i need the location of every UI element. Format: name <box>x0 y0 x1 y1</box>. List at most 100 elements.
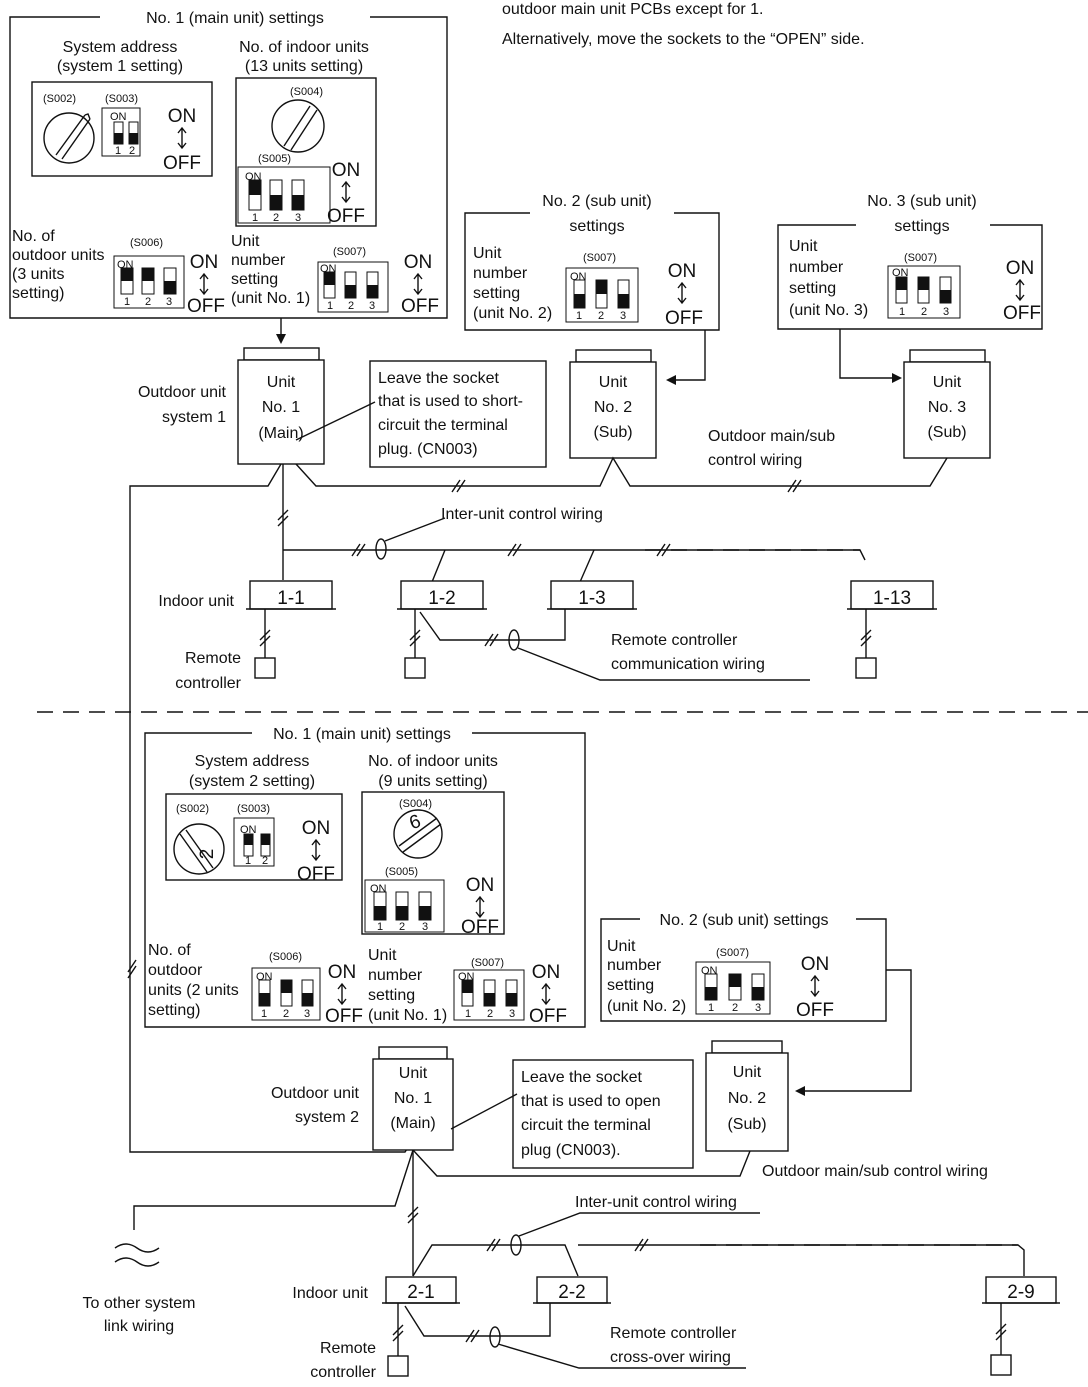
indoor-unit-2-1: 2-1 <box>382 1276 460 1304</box>
rotary-switch-s002 <box>43 112 95 164</box>
unit2-l1: Unit <box>599 374 628 391</box>
system1-sub2-un-3: setting <box>473 285 520 302</box>
unit1-l2: No. 1 <box>262 399 300 416</box>
s2-unit2-l1: Unit <box>733 1064 762 1081</box>
iu-1-3-label: 1-3 <box>578 588 605 609</box>
remote-controller-1-13 <box>855 657 877 679</box>
system1-sub2-un-4: (unit No. 2) <box>473 305 552 322</box>
remote-controller-2-9 <box>990 1354 1012 1376</box>
system1-unit-number-4: (unit No. 1) <box>231 290 310 307</box>
s2-indoor-label: Indoor unit <box>292 1285 368 1302</box>
indoor-unit-2-9: 2-9 <box>982 1276 1060 1304</box>
rotary-switch-s002-sys2: 2 <box>173 823 225 875</box>
unit3-l3: (Sub) <box>927 424 966 441</box>
s1-note-2: that is used to short- <box>378 393 523 410</box>
system1-outdoor-count-1: No. of <box>12 228 55 245</box>
iu-2-9-label: 2-9 <box>1007 1282 1034 1303</box>
dip-switch-s007-unit1: ON 1 2 3 <box>317 261 389 313</box>
system1-sub3-un-4: (unit No. 3) <box>789 302 868 319</box>
system1-sub2-title-2: settings <box>569 218 624 235</box>
s003-on: ON <box>110 111 127 123</box>
svg-text:ON: ON <box>801 954 830 975</box>
svg-text:3: 3 <box>166 296 172 308</box>
svg-text:ON: ON <box>302 818 331 839</box>
s003-pos-2: 2 <box>129 145 135 157</box>
s2-un-1: Unit <box>368 947 397 964</box>
svg-text:ON: ON <box>404 252 433 273</box>
dip-switch-s005-sys2: ON 1 2 3 <box>364 879 445 933</box>
svg-text:ON: ON <box>332 160 361 181</box>
system1-sub3-un-2: number <box>789 259 844 276</box>
s005-label: (S005) <box>258 153 291 165</box>
dip-switch-s007-sys2-unit2: ON 1 2 3 <box>695 961 771 1015</box>
s2-oc-1: No. of <box>148 942 191 959</box>
remote-controller-1-1 <box>254 657 276 679</box>
s2-s002-value: 2 <box>197 849 218 860</box>
svg-text:1: 1 <box>899 306 905 318</box>
s2-un-3: setting <box>368 987 415 1004</box>
svg-text:OFF: OFF <box>297 864 335 885</box>
note-line-2: Alternatively, move the sockets to the “… <box>502 31 865 48</box>
s2-sub-s007-label: (S007) <box>716 947 749 959</box>
system1-unit3: Unit No. 3 (Sub) <box>903 349 991 459</box>
remote-controller-1-2 <box>404 657 426 679</box>
svg-text:ON: ON <box>532 962 561 983</box>
s2-oc-2: outdoor <box>148 962 203 979</box>
s2-note-1: Leave the socket <box>521 1069 643 1086</box>
svg-text:3: 3 <box>509 1008 515 1020</box>
s2-unit1-l3: (Main) <box>390 1115 435 1132</box>
s2-unit1-l2: No. 1 <box>394 1090 432 1107</box>
svg-text:ON: ON <box>892 267 909 279</box>
svg-text:OFF: OFF <box>665 308 703 329</box>
s2-main-sub-wiring: Outdoor main/sub control wiring <box>762 1163 988 1180</box>
svg-text:1: 1 <box>261 1008 267 1020</box>
s2-remote-wiring-1: Remote controller <box>610 1325 737 1342</box>
s2-s004-label: (S004) <box>399 798 432 810</box>
dip-switch-s007-unit2: ON 1 2 3 <box>565 267 639 323</box>
svg-text:ON: ON <box>190 252 219 273</box>
indoor-unit-1-3: 1-3 <box>547 580 637 610</box>
s2-ic-1: No. of indoor units <box>368 753 498 770</box>
s2-unit1-l1: Unit <box>399 1065 428 1082</box>
s2-sub-un-2: number <box>607 957 662 974</box>
system1-sub3-title-1: No. 3 (sub unit) <box>867 193 976 210</box>
s2-s006-label: (S006) <box>269 951 302 963</box>
unit1-l1: Unit <box>267 374 296 391</box>
s2-ic-2: (9 units setting) <box>378 773 487 790</box>
note-line-1: outdoor main unit PCBs except for 1. <box>502 1 763 18</box>
on-off-indicator-6: ON OFF <box>1003 258 1041 324</box>
svg-text:1: 1 <box>245 855 251 867</box>
s2-oc-4: setting) <box>148 1002 200 1019</box>
rotary-switch-s004 <box>271 99 325 153</box>
dip-switch-s007-sys2-unit1: ON 1 2 3 <box>453 969 525 1021</box>
svg-text:2: 2 <box>262 855 268 867</box>
iu-2-2-label: 2-2 <box>558 1282 585 1303</box>
system2-main-settings-title: No. 1 (main unit) settings <box>273 726 451 743</box>
svg-text:1: 1 <box>327 300 333 312</box>
svg-text:1: 1 <box>124 296 130 308</box>
svg-text:ON: ON <box>240 824 257 836</box>
s1-remote-wiring-1: Remote controller <box>611 632 738 649</box>
svg-text:ON: ON <box>168 106 197 127</box>
svg-text:3: 3 <box>295 212 301 224</box>
system1-main-settings: No. 1 (main unit) settings System addres… <box>9 10 448 319</box>
s1-note-3: circuit the terminal <box>378 417 508 434</box>
svg-text:1: 1 <box>576 310 582 322</box>
svg-text:2: 2 <box>598 310 604 322</box>
system1-unit-number-2: number <box>231 252 286 269</box>
remote-controller-2-1 <box>387 1355 409 1377</box>
svg-text:ON: ON <box>256 971 273 983</box>
svg-text:2: 2 <box>348 300 354 312</box>
s2-unit2-l3: (Sub) <box>727 1116 766 1133</box>
svg-text:OFF: OFF <box>325 1006 363 1027</box>
system1-indoor-count-2: (13 units setting) <box>245 58 363 75</box>
system1-sub3-title-2: settings <box>894 218 949 235</box>
on-off-indicator-5: ON OFF <box>665 261 703 329</box>
svg-text:1: 1 <box>708 1002 714 1014</box>
svg-text:ON: ON <box>1006 258 1035 279</box>
on-off-indicator-8: ON OFF <box>461 875 499 938</box>
s2-remote-wiring-2: cross-over wiring <box>610 1349 731 1366</box>
system1-address-label-1: System address <box>63 39 178 56</box>
s1-remote-label-2: controller <box>175 675 241 692</box>
